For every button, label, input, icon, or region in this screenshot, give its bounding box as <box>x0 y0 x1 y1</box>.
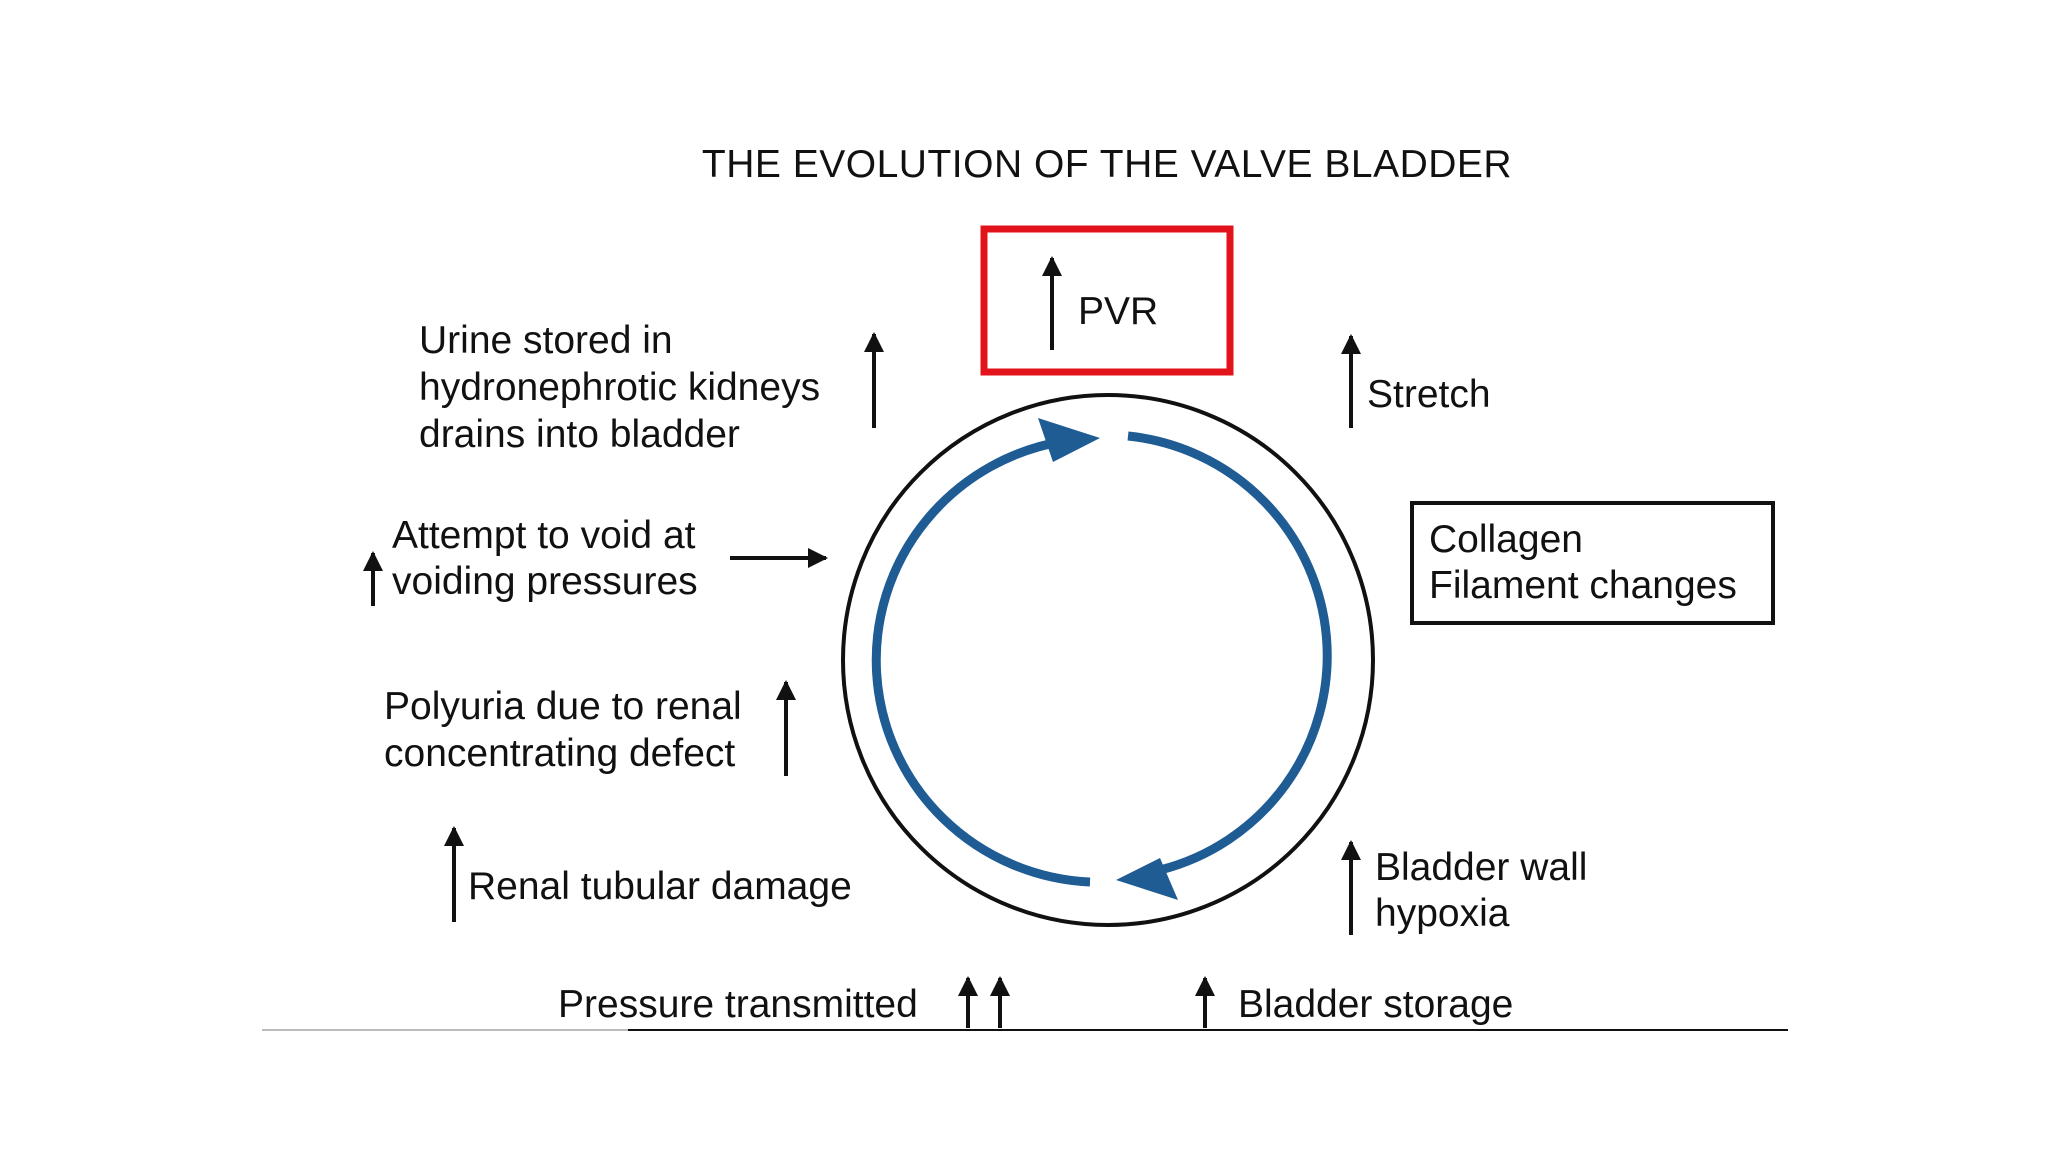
collagen-label-line2: Filament changes <box>1429 564 1737 607</box>
polyuria-label-line2: concentrating defect <box>384 732 735 775</box>
node-urine-stored: Urine stored in hydronephrotic kidneys d… <box>419 319 884 456</box>
storage-label: Bladder storage <box>1238 983 1513 1026</box>
pvr-highlight-box <box>980 225 1234 376</box>
bladder-cycle-circle <box>841 393 1375 927</box>
node-hypoxia: Bladder wall hypoxia <box>1341 840 1587 935</box>
attempt-label-line1: Attempt to void at <box>392 514 696 557</box>
cycle-arrow-upper-left-head <box>1038 418 1100 462</box>
tubular-label: Renal tubular damage <box>468 865 852 908</box>
node-attempt-void: Attempt to void at voiding pressures <box>363 514 828 606</box>
collagen-box <box>1410 501 1775 625</box>
node-polyuria: Polyuria due to renal concentrating defe… <box>384 680 796 776</box>
cycle-arrow-upper-left <box>871 436 1091 887</box>
node-pressure: Pressure transmitted <box>558 976 1010 1028</box>
cycle-arrow-lower-right <box>1127 431 1332 875</box>
node-pvr: PVR <box>980 225 1234 376</box>
urine-label-line2: hydronephrotic kidneys <box>419 366 820 409</box>
attempt-label-line2: voiding pressures <box>392 560 698 603</box>
collagen-label-line1: Collagen <box>1429 518 1583 561</box>
cycle-arrow-lower-right-head <box>1116 858 1178 900</box>
cycle-arrows <box>871 418 1332 900</box>
hypoxia-label-line1: Bladder wall <box>1375 846 1587 889</box>
pressure-label: Pressure transmitted <box>558 983 918 1026</box>
node-tubular-damage: Renal tubular damage <box>444 826 852 922</box>
stretch-label: Stretch <box>1367 373 1491 416</box>
diagram-title: THE EVOLUTION OF THE VALVE BLADDER <box>702 143 1512 186</box>
pvr-label: PVR <box>1078 290 1158 333</box>
urine-label-line3: drains into bladder <box>419 413 740 456</box>
polyuria-label-line1: Polyuria due to renal <box>384 685 742 728</box>
node-stretch: Stretch <box>1341 334 1491 428</box>
node-bladder-storage: Bladder storage <box>1195 976 1513 1028</box>
node-collagen: Collagen Filament changes <box>1410 501 1775 625</box>
urine-label-line1: Urine stored in <box>419 319 673 362</box>
hypoxia-label-line2: hypoxia <box>1375 892 1510 935</box>
